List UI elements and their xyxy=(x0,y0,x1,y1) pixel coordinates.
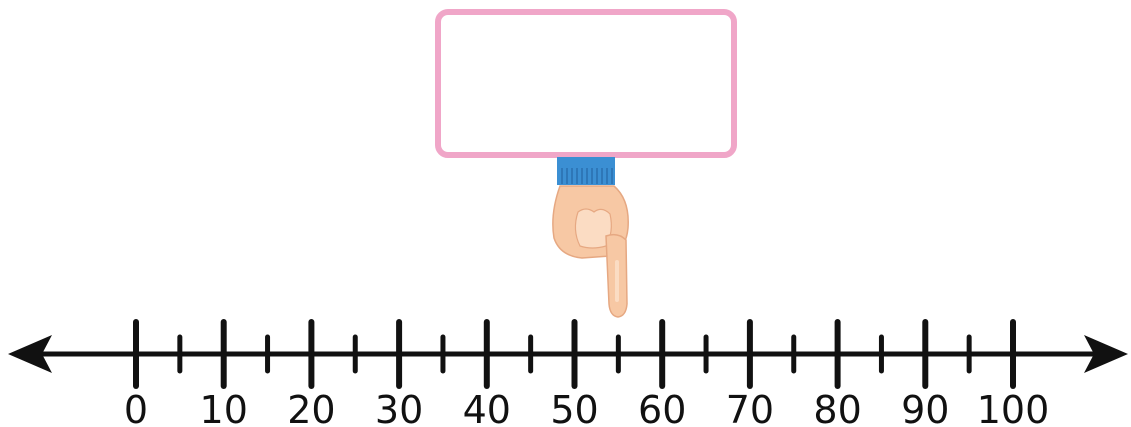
answer-box[interactable] xyxy=(438,12,734,155)
number-line-ticks xyxy=(136,322,1013,386)
number-line: 0 10 20 30 40 50 60 70 80 90 100 xyxy=(8,322,1128,427)
tick-label: 10 xyxy=(200,388,248,427)
answer-box-frame[interactable] xyxy=(438,12,734,155)
tick-label: 100 xyxy=(977,388,1050,427)
number-line-labels: 0 10 20 30 40 50 60 70 80 90 100 xyxy=(124,388,1049,427)
tick-label: 40 xyxy=(463,388,511,427)
tick-label: 60 xyxy=(638,388,686,427)
tick-label: 20 xyxy=(287,388,335,427)
tick-label: 80 xyxy=(813,388,861,427)
tick-label: 70 xyxy=(726,388,774,427)
tick-label: 50 xyxy=(550,388,598,427)
pointing-hand-icon xyxy=(553,157,628,317)
tick-label: 90 xyxy=(901,388,949,427)
tick-label: 30 xyxy=(375,388,423,427)
tick-label: 0 xyxy=(124,388,148,427)
